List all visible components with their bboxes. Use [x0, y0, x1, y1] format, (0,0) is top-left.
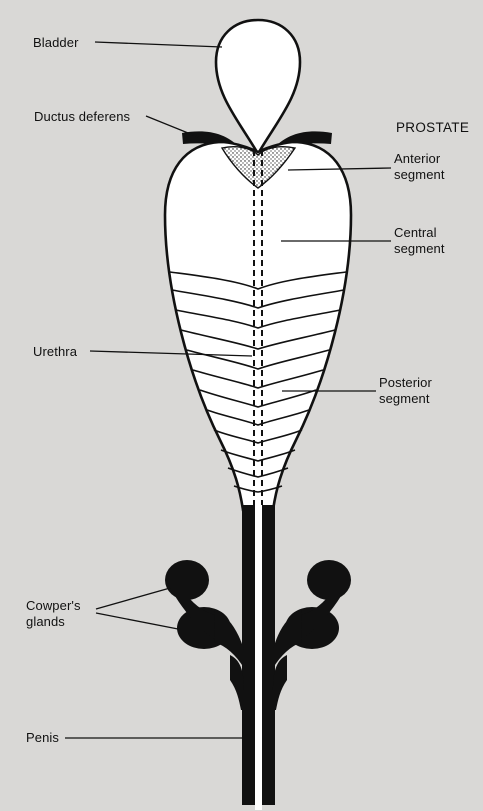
label-posterior-segment-line1: Posterior: [379, 375, 432, 390]
label-anterior-segment-line2: segment: [394, 167, 445, 182]
prostate-outline: [165, 142, 351, 510]
label-penis: Penis: [26, 730, 59, 745]
label-cowpers-glands-line1: Cowper's: [26, 598, 81, 613]
label-cowpers-glands-line2: glands: [26, 614, 65, 629]
label-central-segment-line2: segment: [394, 241, 445, 256]
label-central-segment-line1: Central: [394, 225, 437, 240]
label-bladder: Bladder: [33, 35, 79, 50]
heading-prostate: PROSTATE: [396, 120, 469, 135]
label-anterior-segment-line1: Anterior: [394, 151, 440, 166]
bladder-shape: [216, 20, 300, 152]
label-ductus-deferens: Ductus deferens: [34, 109, 130, 124]
label-posterior-segment-line2: segment: [379, 391, 430, 406]
urethra-lumen: [255, 650, 262, 810]
cowpers-gland-right: [273, 560, 351, 668]
cowpers-gland-left: [165, 560, 244, 668]
label-urethra: Urethra: [33, 344, 77, 359]
